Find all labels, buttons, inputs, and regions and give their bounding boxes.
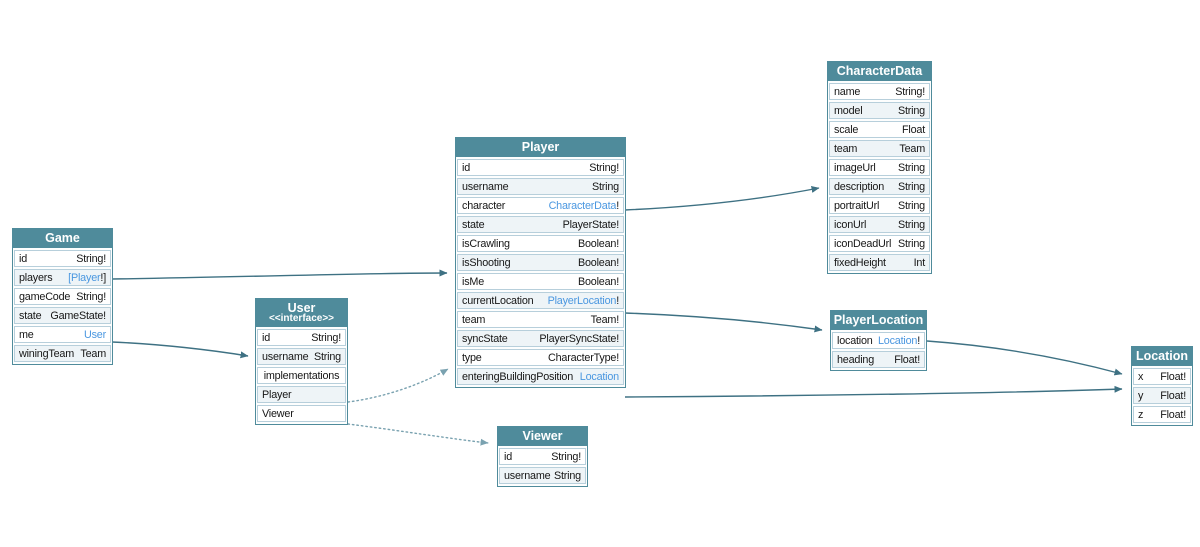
edge-game-me-to-user <box>111 341 249 359</box>
field-row[interactable]: character CharacterData! <box>457 197 624 214</box>
field-row[interactable]: username String <box>457 178 624 195</box>
edge-player-currentlocation-to-playerlocation <box>624 312 823 333</box>
field-row[interactable]: team Team <box>829 140 930 157</box>
edge-user-viewer-dotted <box>347 423 489 446</box>
interface-stereotype: <<interface>> <box>268 313 335 324</box>
type-header-game[interactable]: Game <box>13 229 112 248</box>
field-row[interactable]: state PlayerState! <box>457 216 624 233</box>
field-row[interactable]: isCrawling Boolean! <box>457 235 624 252</box>
type-node-user[interactable]: User <<interface>> id String! username S… <box>255 298 348 425</box>
field-row[interactable]: me User <box>14 326 111 343</box>
field-row[interactable]: location Location! <box>832 332 925 349</box>
field-row[interactable]: isShooting Boolean! <box>457 254 624 271</box>
field-row[interactable]: gameCode String! <box>14 288 111 305</box>
field-row[interactable]: name String! <box>829 83 930 100</box>
field-row[interactable]: y Float! <box>1133 387 1191 404</box>
field-row[interactable]: x Float! <box>1133 368 1191 385</box>
field-row[interactable]: scale Float <box>829 121 930 138</box>
field-row[interactable]: type CharacterType! <box>457 349 624 366</box>
field-row[interactable]: id String! <box>499 448 586 465</box>
field-row[interactable]: username String <box>257 348 346 365</box>
field-row[interactable]: heading Float! <box>832 351 925 368</box>
type-header-viewer[interactable]: Viewer <box>498 427 587 446</box>
type-header-user[interactable]: User <<interface>> <box>256 299 347 327</box>
field-row[interactable]: id String! <box>14 250 111 267</box>
type-node-player[interactable]: Player id String! username String charac… <box>455 137 626 388</box>
type-node-game[interactable]: Game id String! players [Player!] gameCo… <box>12 228 113 365</box>
field-row[interactable]: isMe Boolean! <box>457 273 624 290</box>
field-row[interactable]: players [Player!] <box>14 269 111 286</box>
field-row[interactable]: enteringBuildingPosition Location <box>457 368 624 385</box>
type-link[interactable]: Location <box>579 370 619 383</box>
field-row[interactable]: iconDeadUrl String <box>829 235 930 252</box>
field-row[interactable]: description String <box>829 178 930 195</box>
field-row[interactable]: imageUrl String <box>829 159 930 176</box>
type-header-location[interactable]: Location <box>1132 347 1192 366</box>
field-row[interactable]: id String! <box>257 329 346 346</box>
type-header-playerlocation[interactable]: PlayerLocation <box>831 311 926 330</box>
field-row[interactable]: username String <box>499 467 586 484</box>
type-node-characterdata[interactable]: CharacterData name String! model String … <box>827 61 932 274</box>
field-row[interactable]: fixedHeight Int <box>829 254 930 271</box>
type-link[interactable]: Player <box>262 388 292 401</box>
type-header-player[interactable]: Player <box>456 138 625 157</box>
type-link[interactable]: PlayerLocation <box>547 294 617 307</box>
implementation-row[interactable]: Viewer <box>257 405 346 422</box>
edge-game-players-to-player <box>111 269 448 280</box>
implementation-row[interactable]: Player <box>257 386 346 403</box>
type-link[interactable]: User <box>84 328 106 341</box>
field-row[interactable]: portraitUrl String <box>829 197 930 214</box>
type-node-playerlocation[interactable]: PlayerLocation location Location! headin… <box>830 310 927 371</box>
type-link[interactable]: Location <box>877 334 918 347</box>
field-row[interactable]: currentLocation PlayerLocation! <box>457 292 624 309</box>
field-row[interactable]: z Float! <box>1133 406 1191 423</box>
field-row[interactable]: id String! <box>457 159 624 176</box>
field-row[interactable]: team Team! <box>457 311 624 328</box>
field-row[interactable]: iconUrl String <box>829 216 930 233</box>
type-node-location[interactable]: Location x Float! y Float! z Float! <box>1131 346 1193 426</box>
field-row[interactable]: model String <box>829 102 930 119</box>
type-header-characterdata[interactable]: CharacterData <box>828 62 931 81</box>
type-link[interactable]: Viewer <box>262 407 294 420</box>
type-node-viewer[interactable]: Viewer id String! username String <box>497 426 588 487</box>
type-link[interactable]: CharacterData <box>548 199 617 212</box>
field-row[interactable]: winingTeam Team <box>14 345 111 362</box>
edge-user-player-dotted <box>347 368 449 403</box>
implementations-row: implementations <box>257 367 346 384</box>
field-row[interactable]: syncState PlayerSyncState! <box>457 330 624 347</box>
edge-player-enteringbuildingposition-to-location <box>624 385 1123 398</box>
field-row[interactable]: state GameState! <box>14 307 111 324</box>
edge-playerlocation-location-to-location <box>926 340 1123 376</box>
edge-player-character-to-characterdata <box>624 186 820 211</box>
type-link[interactable]: Player <box>70 271 101 284</box>
